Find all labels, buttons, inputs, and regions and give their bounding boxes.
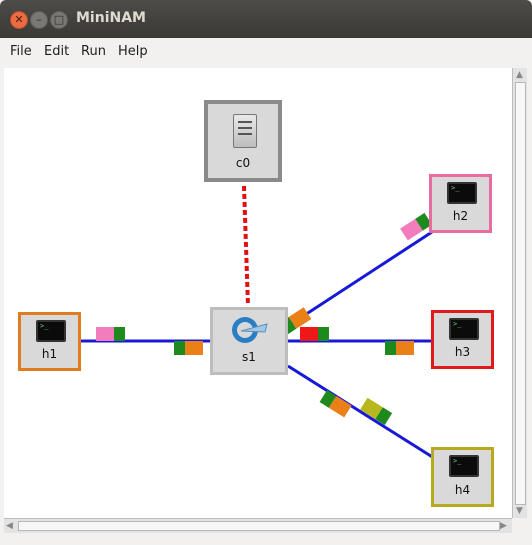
node-label-h3: h3: [454, 345, 471, 359]
packet: [400, 212, 433, 241]
packet: [174, 341, 185, 355]
packet: [185, 341, 203, 355]
scroll-right-arrow-icon[interactable]: ▶: [500, 521, 507, 531]
terminal-icon: [447, 182, 477, 204]
node-label-s1: s1: [242, 350, 256, 364]
close-window-button[interactable]: ✕: [10, 11, 28, 29]
packet: [396, 341, 414, 355]
scroll-down-arrow-icon[interactable]: ▼: [516, 506, 523, 516]
menu-help[interactable]: Help: [118, 44, 148, 59]
link-s1-h2: [287, 230, 433, 328]
terminal-icon: [449, 318, 479, 340]
control-link-c0-s1: [242, 185, 250, 307]
vertical-scroll-thumb[interactable]: [515, 82, 526, 505]
packet: [318, 327, 329, 341]
switch-icon: [232, 317, 268, 343]
node-label-h1: h1: [41, 347, 58, 361]
node-label-c0: c0: [235, 156, 251, 170]
horizontal-scroll-thumb[interactable]: [18, 521, 500, 531]
packet: [114, 327, 125, 341]
link-layer: [80, 185, 435, 460]
node-h1[interactable]: h1: [18, 312, 81, 371]
topology-canvas[interactable]: c0 s1 h1 h2 h3 h4: [4, 68, 512, 518]
packet: [300, 327, 318, 341]
node-label-h4: h4: [454, 483, 471, 497]
menu-run[interactable]: Run: [81, 44, 106, 59]
node-h3[interactable]: h3: [431, 310, 494, 369]
menu-edit[interactable]: Edit: [44, 44, 70, 59]
scroll-left-arrow-icon[interactable]: ◀: [6, 521, 13, 531]
window-title: MiniNAM: [76, 10, 146, 26]
scroll-up-arrow-icon[interactable]: ▲: [516, 70, 523, 80]
node-h4[interactable]: h4: [431, 447, 494, 507]
node-s1[interactable]: s1: [210, 307, 288, 375]
menu-bar: File Edit Run Help: [0, 38, 532, 66]
vertical-scrollbar[interactable]: ▲ ▼: [512, 68, 527, 518]
horizontal-scrollbar[interactable]: ◀ ▶: [4, 518, 512, 533]
packet: [96, 327, 114, 341]
title-bar: ✕ – □ MiniNAM: [0, 0, 532, 38]
terminal-icon: [449, 455, 479, 477]
node-c0[interactable]: c0: [204, 100, 282, 182]
menu-file[interactable]: File: [10, 44, 32, 59]
maximize-window-button[interactable]: □: [50, 11, 68, 29]
server-icon: [233, 114, 257, 148]
packet: [319, 390, 352, 418]
node-label-h2: h2: [452, 209, 469, 223]
packet: [360, 397, 393, 425]
packet: [385, 341, 396, 355]
link-s1-h4: [287, 364, 435, 460]
minimize-window-button[interactable]: –: [30, 11, 48, 29]
terminal-icon: [36, 320, 66, 342]
node-h2[interactable]: h2: [429, 174, 492, 233]
